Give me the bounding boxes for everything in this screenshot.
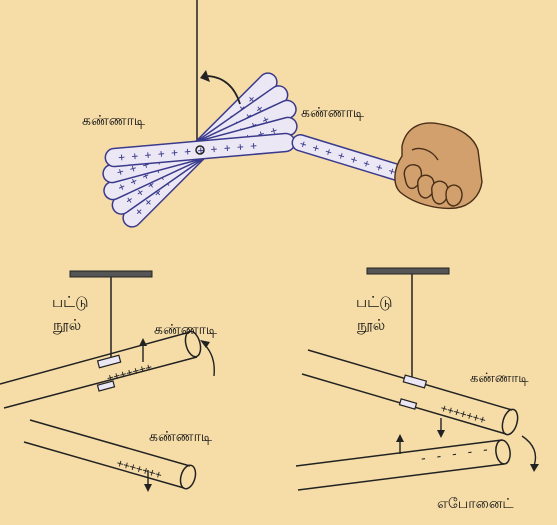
hand [394, 122, 483, 210]
suspended-glass-rods: + + + + + + + + + + + + + + + + + + + + … [102, 72, 298, 228]
right-support-bar [366, 267, 450, 275]
rotation-arrow-head [200, 70, 210, 82]
left-lower-rod-label: கண்ணாடி [149, 429, 213, 445]
right-holder-top [402, 374, 428, 389]
left-down-arrow-head [144, 484, 152, 492]
right-holder-bottom [398, 398, 418, 410]
rotation-arrow [207, 75, 241, 105]
right-thread-label-line1: பட்டு [356, 293, 393, 311]
top-left-glass-label: கண்ணாடி [82, 113, 146, 129]
left-upper-rod-label: கண்ணாடி [154, 322, 218, 338]
left-rotation-arrow [203, 343, 215, 377]
left-rotation-arrow-head [200, 340, 210, 348]
right-rotation-arrow [521, 435, 537, 467]
left-thread-label-line2: நூல் [53, 316, 82, 334]
right-upper-rod-label: கண்ணாடி [470, 371, 529, 386]
right-rotation-arrow-head [530, 464, 539, 472]
left-holder-top [96, 354, 122, 369]
ebonite-up-arrow-head [396, 434, 404, 442]
left-upper-glass-rod: +++++++ [0, 330, 202, 409]
right-down-arrow-head [437, 430, 445, 438]
svg-text:+++++++: +++++++ [115, 456, 164, 481]
top-right-glass-label: கண்ணாடி [301, 105, 365, 121]
left-up-arrow-head [139, 338, 147, 346]
ebonite-rod: - - - - - [295, 439, 511, 491]
left-holder-bottom [96, 380, 116, 392]
right-thread-label-line2: நூல் [357, 316, 386, 334]
left-thread-label-line1: பட்டு [52, 293, 89, 311]
thread-knot [195, 145, 205, 155]
right-upper-glass-rod: +++++++ [301, 349, 519, 436]
svg-text:+++++++: +++++++ [439, 401, 488, 426]
ebonite-rod-label: எபோனைட் [437, 496, 514, 512]
left-support-bar [69, 270, 153, 278]
